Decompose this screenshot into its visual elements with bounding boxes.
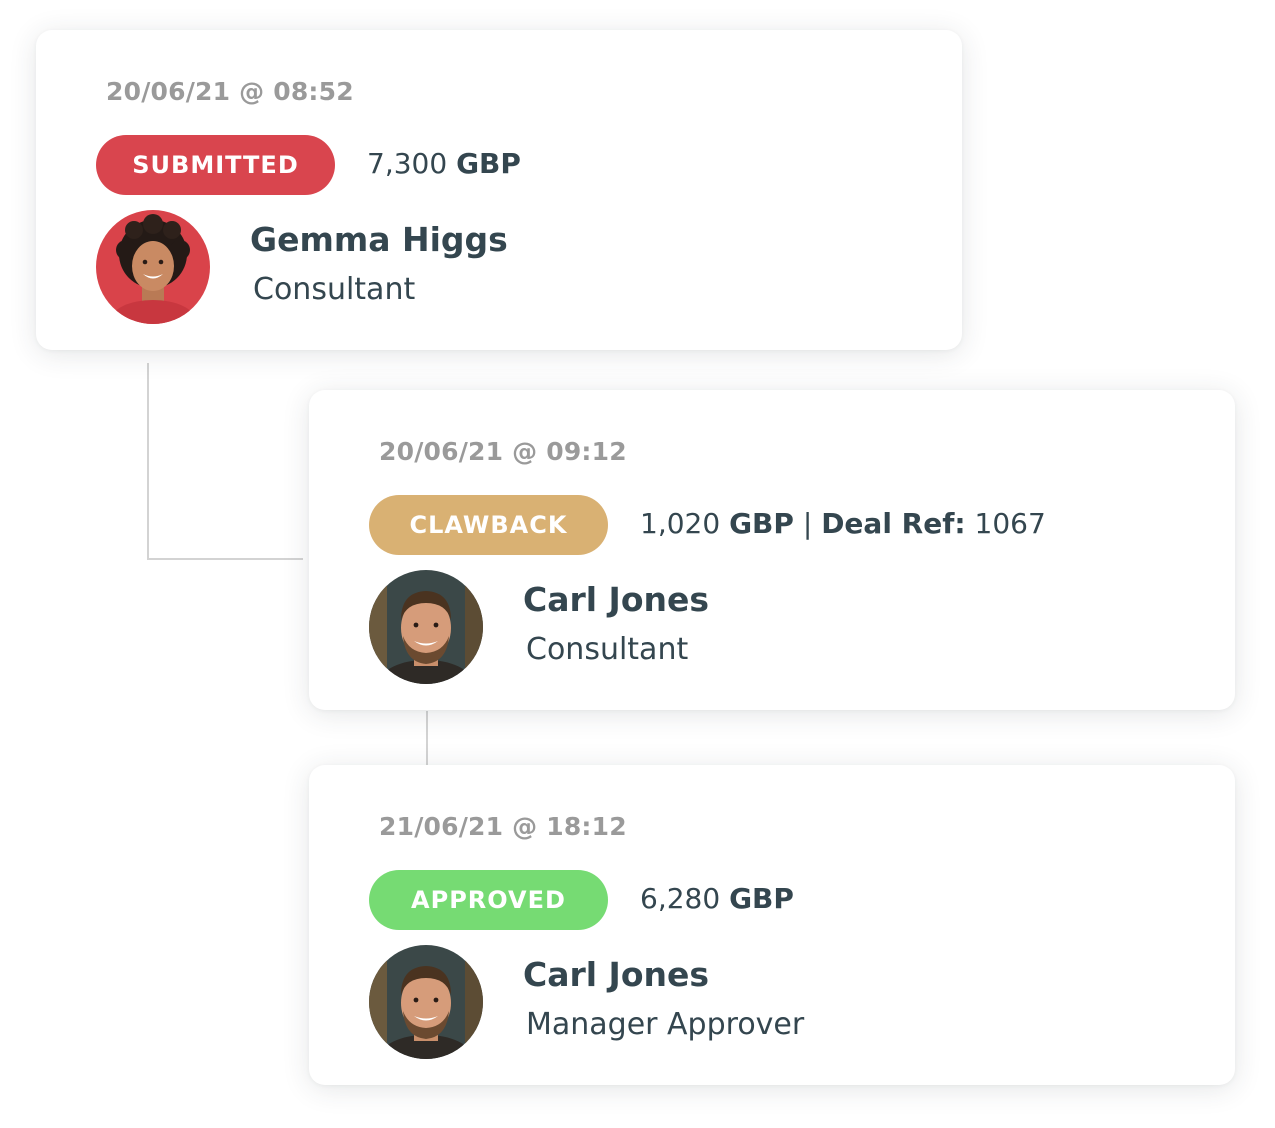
amount-line: 1,020 GBP | Deal Ref: 1067 (640, 507, 1046, 540)
amount-line: 7,300 GBP (367, 147, 521, 180)
timeline-connector-vertical-2 (426, 711, 428, 765)
person-role: Consultant (253, 272, 416, 307)
status-badge: SUBMITTED (96, 135, 335, 195)
amount-value: 1,020 (640, 507, 721, 540)
person-name: Carl Jones (523, 955, 710, 994)
entry-timestamp: 21/06/21 @ 18:12 (379, 812, 627, 841)
status-badge: CLAWBACK (369, 495, 608, 555)
avatar-photo-man-icon (369, 945, 483, 1059)
entry-timestamp: 20/06/21 @ 09:12 (379, 437, 627, 466)
amount-currency: GBP (729, 882, 794, 915)
amount-currency: GBP (456, 147, 521, 180)
entry-timestamp: 20/06/21 @ 08:52 (106, 77, 354, 106)
person-role: Manager Approver (526, 1007, 805, 1042)
person-name: Carl Jones (523, 580, 710, 619)
amount-currency: GBP (729, 507, 794, 540)
avatar-photo-woman-icon (96, 210, 210, 324)
amount-line: 6,280 GBP (640, 882, 794, 915)
timeline-entry-card: 20/06/21 @ 09:12 CLAWBACK 1,020 GBP | De… (309, 390, 1235, 710)
person-name: Gemma Higgs (250, 220, 508, 259)
timeline-connector-horizontal-1 (147, 558, 303, 560)
avatar (369, 570, 483, 684)
timeline-entry-card: 21/06/21 @ 18:12 APPROVED 6,280 GBP Carl… (309, 765, 1235, 1085)
avatar (96, 210, 210, 324)
amount-separator: | (802, 507, 813, 540)
timeline-connector-vertical-1 (147, 363, 149, 560)
avatar (369, 945, 483, 1059)
status-badge: APPROVED (369, 870, 608, 930)
amount-value: 6,280 (640, 882, 721, 915)
person-role: Consultant (526, 632, 689, 667)
deal-ref-label: Deal Ref: (821, 507, 966, 540)
deal-ref-value: 1067 (974, 507, 1046, 540)
amount-value: 7,300 (367, 147, 448, 180)
timeline-entry-card: 20/06/21 @ 08:52 SUBMITTED 7,300 GBP Gem… (36, 30, 962, 350)
avatar-photo-man-icon (369, 570, 483, 684)
